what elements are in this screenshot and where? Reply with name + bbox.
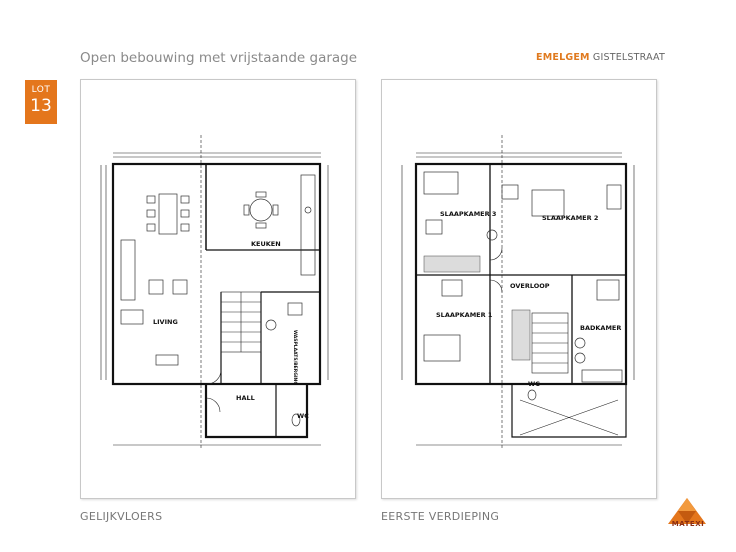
room-label-keuken: KEUKEN [251,240,281,248]
ground-stairs [220,291,262,353]
matexi-logo-icon [668,498,706,524]
room-label-overloop: OVERLOOP [510,282,550,290]
first-floor-drawing: SLAAPKAMER 3 SLAAPKAMER 2 SLAAPKAMER 1 O… [401,135,635,450]
location-city: EMELGEM [536,52,590,63]
project-location: EMELGEM GISTELSTRAAT [536,52,665,63]
lot-label: LOT [31,85,51,95]
room-label-slaapkamer1: SLAAPKAMER 1 [436,311,493,319]
ground-floor-caption: GELIJKVLOERS [80,510,163,523]
lot-badge: LOT 13 [25,80,57,124]
matexi-logo-text: MATEXI [671,520,705,528]
ground-floor-plan: KEUKEN LIVING HALL WC WASPLAATS/BERGING [80,79,356,499]
room-label-hall: HALL [236,394,255,402]
room-label-wc-first: WC [528,380,540,388]
first-stairs [531,312,569,374]
lot-number: 13 [30,96,52,116]
location-street: GISTELSTRAAT [592,52,665,63]
room-label-slaapkamer3: SLAAPKAMER 3 [440,210,496,218]
room-label-living: LIVING [153,318,178,326]
room-label-badkamer: BADKAMER [580,324,621,332]
page-title: Open bebouwing met vrijstaande garage [80,50,358,66]
room-label-berging: WASPLAATS/BERGING [292,330,298,385]
first-floor-plan: SLAAPKAMER 3 SLAAPKAMER 2 SLAAPKAMER 1 O… [381,79,657,499]
room-label-slaapkamer2: SLAAPKAMER 2 [542,214,598,222]
room-label-wc: WC [297,412,309,420]
ground-floor-drawing: KEUKEN LIVING HALL WC WASPLAATS/BERGING [100,135,329,450]
first-floor-caption: EERSTE VERDIEPING [381,510,500,523]
